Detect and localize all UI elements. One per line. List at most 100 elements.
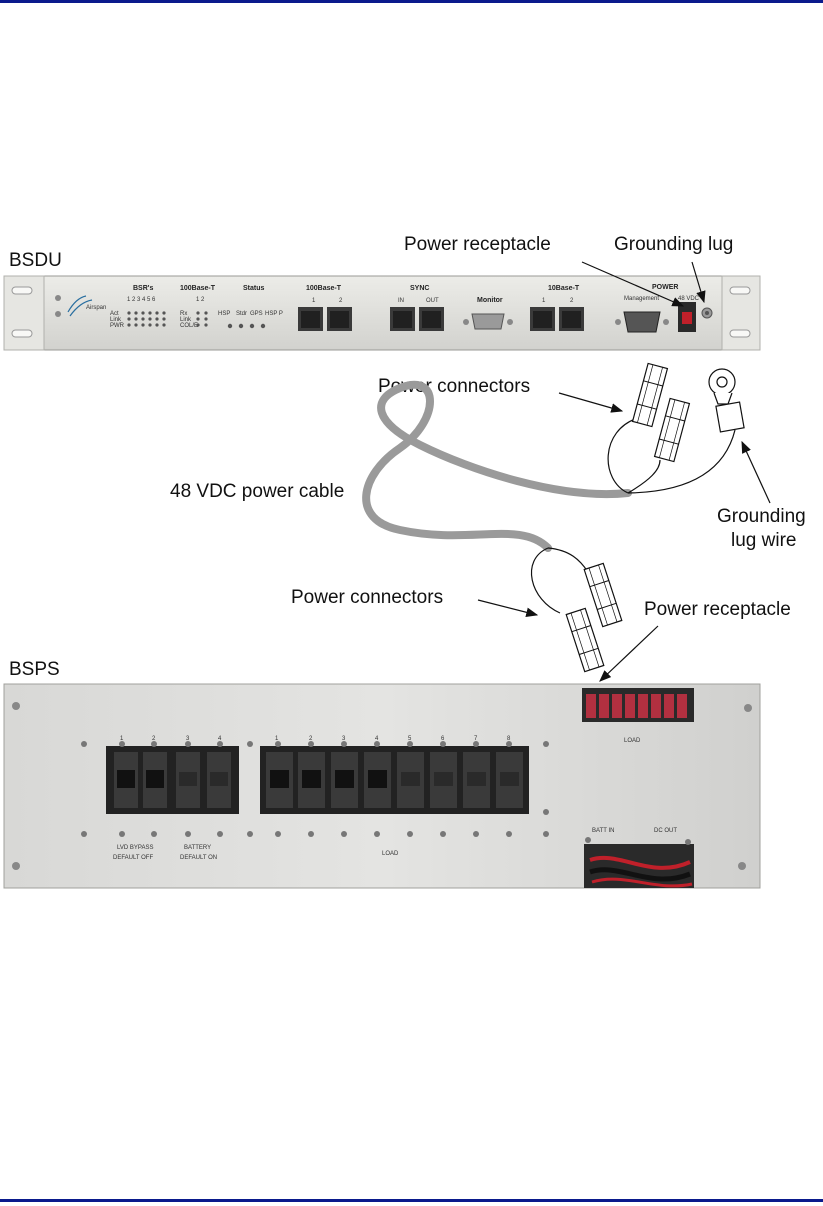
power-connector-bottom-2 bbox=[565, 607, 605, 673]
wire-bottom-connector-1 bbox=[531, 547, 561, 614]
base100-numbers: 1 2 bbox=[196, 297, 205, 303]
port-left-2-number: 2 bbox=[339, 298, 343, 304]
breaker-left-1 bbox=[114, 752, 138, 808]
wire-grounding-lug bbox=[627, 429, 736, 494]
base100-right-group-label: 100Base-T bbox=[306, 285, 342, 292]
lvd-bypass-label: LVD BYPASS bbox=[117, 845, 153, 851]
dc-out-label: DC OUT bbox=[654, 828, 677, 834]
base100-row-col: COL/E bbox=[180, 323, 198, 329]
arrow-power-receptacle-bottom bbox=[599, 625, 659, 682]
status-hspp: HSP P bbox=[265, 311, 283, 317]
breaker-left-3 bbox=[176, 752, 200, 808]
sync-in-label: IN bbox=[398, 298, 404, 304]
load-switch-number-3: 3 bbox=[342, 736, 346, 742]
bsdu-label: BSDU bbox=[9, 250, 62, 271]
bottom-rule bbox=[0, 1199, 823, 1202]
sync-group-label: SYNC bbox=[410, 285, 429, 292]
bsdu-panel: Airspan BSR's 1 2 3 4 5 6 Act Link PWR 1… bbox=[3, 275, 761, 351]
bsdu-grounding-lug bbox=[701, 307, 713, 319]
bsps-power-receptacle bbox=[582, 688, 694, 722]
breaker-load-8 bbox=[496, 752, 523, 808]
grounding-lug-label: Grounding lug bbox=[614, 234, 734, 255]
base100-row-link: Link bbox=[180, 317, 192, 323]
status-hsp: HSP bbox=[218, 311, 230, 317]
power-group-label: POWER bbox=[652, 284, 678, 291]
left-breaker-screws bbox=[81, 741, 253, 837]
batt-dc-cable-bundle bbox=[584, 844, 694, 888]
load-label: LOAD bbox=[382, 851, 399, 857]
load-switch-number-8: 8 bbox=[507, 736, 511, 742]
arrow-grounding-lug bbox=[691, 261, 706, 304]
bsr-numbers: 1 2 3 4 5 6 bbox=[127, 297, 156, 303]
monitor-db9-connector bbox=[463, 313, 513, 330]
bsrs-group-label: BSR's bbox=[133, 285, 153, 292]
port-left-1-number: 1 bbox=[312, 298, 316, 304]
load-breaker-screws bbox=[275, 741, 549, 837]
vdc-label: 48 VDC bbox=[678, 296, 700, 302]
power-connector-top-1 bbox=[631, 362, 669, 428]
power-receptacle-top-label: Power receptacle bbox=[404, 234, 551, 255]
wire-top-connector-1 bbox=[607, 417, 639, 494]
power-connector-bottom-1 bbox=[583, 562, 623, 628]
breaker-left-4 bbox=[207, 752, 231, 808]
load-switch-number-2: 2 bbox=[309, 736, 313, 742]
left-switch-number-3: 3 bbox=[186, 736, 190, 742]
left-switch-number-4: 4 bbox=[218, 736, 222, 742]
brand-logo-text: Airspan bbox=[86, 305, 106, 311]
breaker-left-2 bbox=[143, 752, 167, 808]
bsr-led-grid bbox=[127, 311, 166, 327]
arrow-power-receptacle-top bbox=[581, 261, 685, 307]
power-cable bbox=[362, 380, 632, 552]
grounding-lug-wire-label-line2: lug wire bbox=[731, 530, 797, 551]
bsr-row-pwr: PWR bbox=[110, 323, 125, 329]
battery-label: BATTERY bbox=[184, 845, 211, 851]
right-panel-screws bbox=[543, 809, 691, 845]
left-switch-number-1: 1 bbox=[120, 736, 124, 742]
arrow-power-connectors-top bbox=[558, 392, 624, 413]
bsdu-power-receptacle bbox=[678, 302, 696, 332]
breaker-load-1 bbox=[266, 752, 293, 808]
bsps-panel: 1 2 3 4 LVD BYPASS DEFAULT OFF BATTERY D… bbox=[3, 683, 761, 889]
grounding-lug-wire-label-line1: Grounding bbox=[717, 506, 806, 527]
bsps-label: BSPS bbox=[9, 659, 60, 680]
base10-group-label: 10Base-T bbox=[548, 285, 580, 292]
load-switch-number-1: 1 bbox=[275, 736, 279, 742]
load-output-label: LOAD bbox=[624, 738, 641, 744]
wire-bottom-connector-2 bbox=[547, 547, 589, 573]
base100-led-grid bbox=[196, 311, 208, 327]
load-switch-number-4: 4 bbox=[375, 736, 379, 742]
arrow-power-connectors-bottom bbox=[477, 599, 539, 617]
status-led-row bbox=[227, 323, 266, 329]
power-receptacle-bottom-label: Power receptacle bbox=[644, 599, 791, 620]
arrow-grounding-lug-wire bbox=[741, 440, 771, 504]
breaker-load-2 bbox=[298, 752, 325, 808]
port-right-2-number: 2 bbox=[570, 298, 574, 304]
status-group-label: Status bbox=[243, 285, 265, 292]
breaker-load-6 bbox=[430, 752, 457, 808]
breaker-load-5 bbox=[397, 752, 424, 808]
cable-label: 48 VDC power cable bbox=[170, 481, 345, 502]
load-switch-number-7: 7 bbox=[474, 736, 478, 742]
sync-out-label: OUT bbox=[426, 298, 439, 304]
rj45-port-right-1 bbox=[530, 307, 555, 331]
base100-left-group-label: 100Base-T bbox=[180, 285, 216, 292]
breaker-load-4 bbox=[364, 752, 391, 808]
batt-in-label: BATT IN bbox=[592, 828, 614, 834]
wire-top-connector-2 bbox=[627, 459, 661, 494]
grounding-lug-terminal bbox=[708, 368, 745, 433]
default-on-label: DEFAULT ON bbox=[180, 855, 217, 861]
management-db9-connector bbox=[615, 311, 669, 333]
power-connector-top-2 bbox=[653, 397, 691, 463]
load-switch-number-5: 5 bbox=[408, 736, 412, 742]
rj45-port-sync-in bbox=[390, 307, 415, 331]
rj45-port-right-2 bbox=[559, 307, 584, 331]
rj45-port-left-1 bbox=[298, 307, 323, 331]
rj45-port-sync-out bbox=[419, 307, 444, 331]
rj45-port-left-2 bbox=[327, 307, 352, 331]
status-gps: GPS bbox=[250, 311, 263, 317]
management-label: Management bbox=[624, 296, 659, 302]
default-off-label: DEFAULT OFF bbox=[113, 855, 153, 861]
left-switch-number-2: 2 bbox=[152, 736, 156, 742]
monitor-label: Monitor bbox=[477, 297, 503, 304]
